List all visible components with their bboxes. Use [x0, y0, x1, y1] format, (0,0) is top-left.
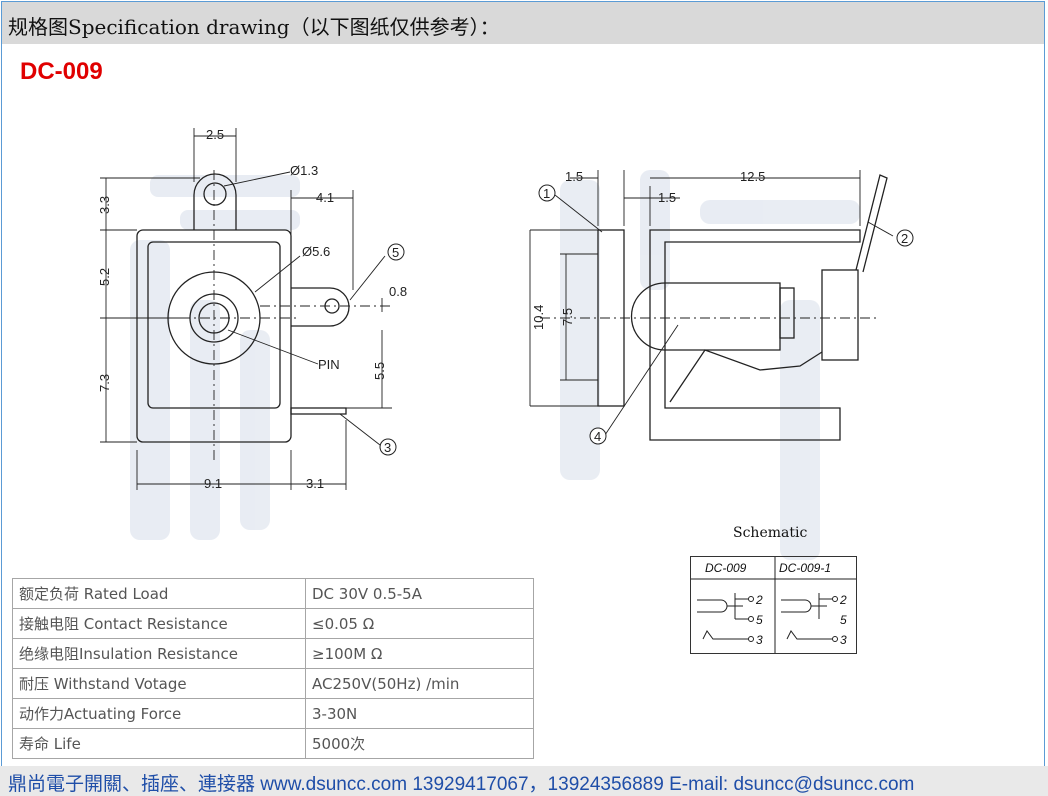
spec-label: 额定负荷 Rated Load — [12, 578, 306, 609]
callout-3: 3 — [384, 440, 391, 455]
page-title: 规格图Specification drawing（以下图纸仅供参考）： — [8, 15, 500, 39]
pin-5-right: 5 — [840, 613, 847, 627]
label-pin: PIN — [318, 357, 340, 372]
spec-label: 动作力Actuating Force — [12, 698, 306, 729]
dim-side-1-5-right: 1.5 — [658, 190, 676, 205]
spec-value: ≥100M Ω — [305, 638, 534, 669]
front-top-tab — [193, 173, 237, 230]
spec-value: ≤0.05 Ω — [305, 608, 534, 639]
terminal-3 — [290, 407, 347, 415]
dim-side-1-5-left: 1.5 — [565, 169, 583, 184]
dim-front-2-5: 2.5 — [206, 127, 224, 142]
side-rear-block — [779, 287, 795, 339]
dim-front-3-3: 3.3 — [97, 196, 112, 214]
callout-2: 2 — [901, 231, 908, 246]
pin-2-left: 2 — [755, 593, 763, 607]
schematic-box: DC-009 DC-009-1 2 5 3 2 5 3 — [690, 556, 857, 654]
side-rear-contact — [821, 269, 859, 361]
model-code: DC-009 — [20, 58, 103, 85]
side-barrel — [630, 282, 781, 351]
dim-front-0-8: 0.8 — [389, 284, 407, 299]
schematic-col-dc-009-1: DC-009-1 — [779, 561, 831, 575]
dim-side-10-4: 10.4 — [531, 305, 546, 330]
spec-label: 绝缘电阻Insulation Resistance — [12, 638, 306, 669]
header-bar: 规格图Specification drawing（以下图纸仅供参考）： — [2, 2, 1044, 44]
spec-value: 3-30N — [305, 698, 534, 729]
footer-contact: 鼎尚電子開關、插座、連接器 www.dsuncc.com 13929417067… — [8, 774, 915, 795]
spec-value: DC 30V 0.5-5A — [305, 578, 534, 609]
spec-label: 寿命 Life — [12, 728, 306, 759]
spec-value: AC250V(50Hz) /min — [305, 668, 534, 699]
dim-front-hole-dia: Ø1.3 — [290, 163, 318, 178]
schematic-title: Schematic — [733, 525, 808, 541]
spec-label: 接触电阻 Contact Resistance — [12, 608, 306, 639]
pin-3-left: 3 — [756, 633, 763, 647]
callout-1: 1 — [543, 186, 550, 201]
dim-front-5-5: 5.5 — [372, 362, 387, 380]
side-spring — [669, 349, 823, 403]
table-row: 绝缘电阻Insulation Resistance≥100M Ω — [12, 638, 534, 669]
dim-front-3-1: 3.1 — [306, 476, 324, 491]
front-inner-face — [147, 241, 281, 409]
pin-2-right: 2 — [839, 593, 847, 607]
schematic-col-dc-009: DC-009 — [705, 561, 747, 575]
spec-value: 5000次 — [305, 728, 534, 759]
spec-label: 耐压 Withstand Votage — [12, 668, 306, 699]
dim-side-7-5: 7.5 — [560, 308, 575, 326]
footer-bar: 鼎尚電子開關、插座、連接器 www.dsuncc.com 13929417067… — [0, 766, 1048, 796]
callout-5: 5 — [392, 245, 399, 260]
dim-front-4-1: 4.1 — [316, 190, 334, 205]
pin-3-right: 3 — [840, 633, 847, 647]
table-row: 接触电阻 Contact Resistance≤0.05 Ω — [12, 608, 534, 639]
dim-front-7-3: 7.3 — [97, 374, 112, 392]
mounting-hole — [203, 182, 227, 206]
dim-front-9-1: 9.1 — [204, 476, 222, 491]
dim-side-12-5: 12.5 — [740, 169, 765, 184]
watermark-logo — [130, 170, 860, 560]
callout-4: 4 — [594, 429, 601, 444]
dim-front-5-2: 5.2 — [97, 268, 112, 286]
dim-front-barrel-dia: Ø5.6 — [302, 244, 330, 259]
side-housing — [649, 229, 861, 441]
pin-5-left: 5 — [756, 613, 763, 627]
side-terminal-5 — [291, 287, 350, 327]
